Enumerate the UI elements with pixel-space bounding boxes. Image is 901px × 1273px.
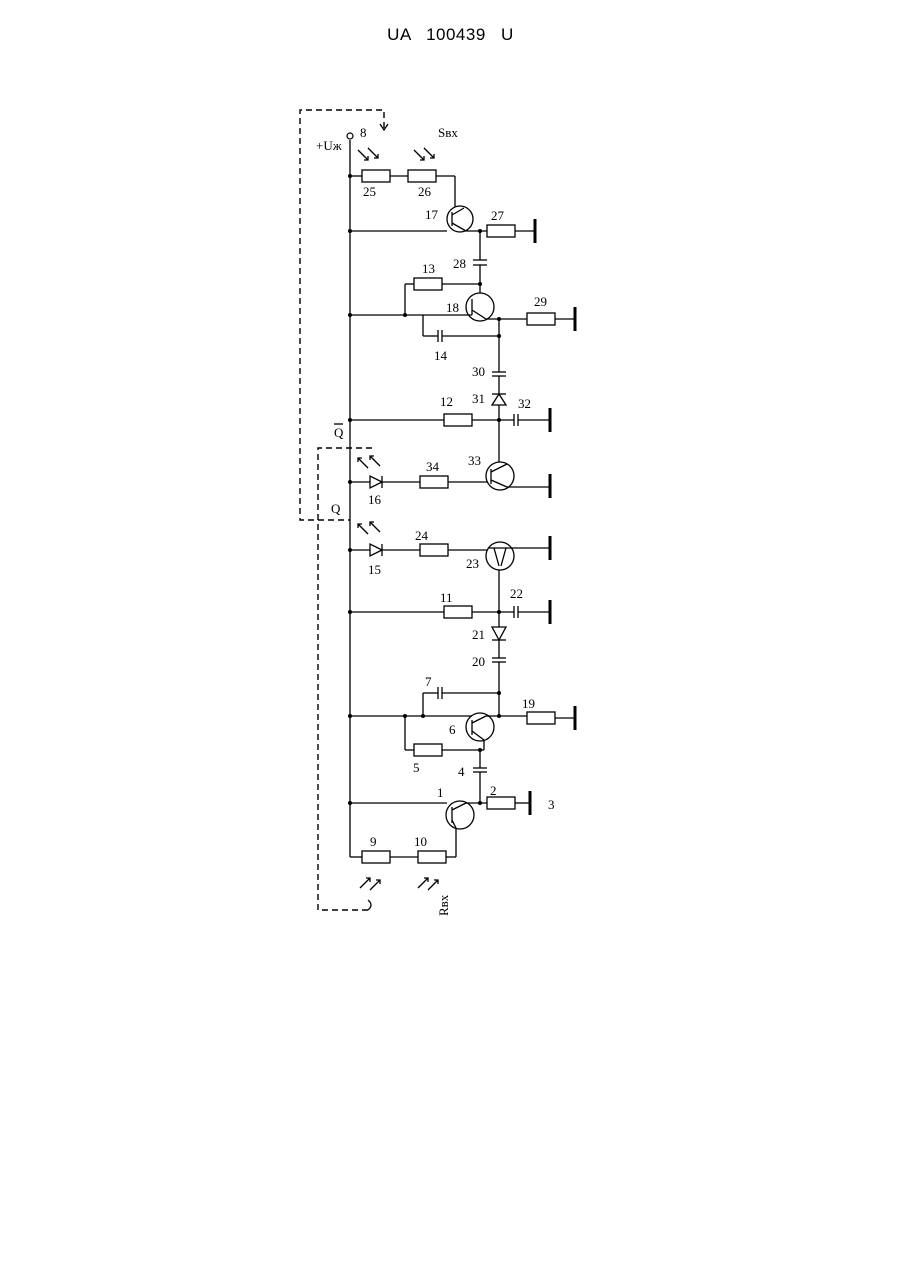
label-18: 18 xyxy=(446,300,459,315)
light-arrows-26 xyxy=(414,148,434,160)
label-25: 25 xyxy=(363,184,376,199)
s-in-label: Sвх xyxy=(438,125,458,140)
resistor-25 xyxy=(362,170,390,182)
q-label: Q xyxy=(331,501,341,516)
transistor-33 xyxy=(486,462,514,490)
resistor-27 xyxy=(487,225,515,237)
transistor-18 xyxy=(466,293,494,321)
light-arrows-15 xyxy=(358,522,380,534)
label-28: 28 xyxy=(453,256,466,271)
resistor-24 xyxy=(420,544,448,556)
light-arrows-10 xyxy=(418,878,438,890)
label-24: 24 xyxy=(415,528,429,543)
label-10: 10 xyxy=(414,834,427,849)
label-23: 23 xyxy=(466,556,479,571)
label-29: 29 xyxy=(534,294,547,309)
resistor-5 xyxy=(414,744,442,756)
label-12: 12 xyxy=(440,394,453,409)
resistor-34 xyxy=(420,476,448,488)
diode-15 xyxy=(370,544,382,556)
resistor-29 xyxy=(527,313,555,325)
q-bar-label: Q xyxy=(334,425,344,440)
label-14: 14 xyxy=(434,348,448,363)
diode-21 xyxy=(492,627,506,640)
r-in-label: Rвх xyxy=(436,894,451,916)
label-1: 1 xyxy=(437,785,444,800)
arrow-head-lower xyxy=(368,900,371,910)
light-arrows-16 xyxy=(358,456,380,468)
light-arrows-25 xyxy=(358,148,378,160)
resistor-9 xyxy=(362,851,390,863)
label-13: 13 xyxy=(422,261,435,276)
label-33: 33 xyxy=(468,453,481,468)
label-30: 30 xyxy=(472,364,485,379)
label-3: 3 xyxy=(548,797,555,812)
supply-terminal xyxy=(347,133,353,139)
resistor-10 xyxy=(418,851,446,863)
label-9: 9 xyxy=(370,834,377,849)
label-22: 22 xyxy=(510,586,523,601)
resistor-13 xyxy=(414,278,442,290)
label-15: 15 xyxy=(368,562,381,577)
label-31: 31 xyxy=(472,391,485,406)
diode-31 xyxy=(492,394,506,405)
transistor-23 xyxy=(486,542,514,570)
label-8: 8 xyxy=(360,125,367,140)
resistor-19 xyxy=(527,712,555,724)
resistor-2 xyxy=(487,797,515,809)
transistor-1 xyxy=(446,801,474,829)
resistor-12 xyxy=(444,414,472,426)
resistor-11 xyxy=(444,606,472,618)
label-26: 26 xyxy=(418,184,432,199)
label-16: 16 xyxy=(368,492,382,507)
label-11: 11 xyxy=(440,590,453,605)
label-2: 2 xyxy=(490,783,497,798)
label-17: 17 xyxy=(425,207,439,222)
label-5: 5 xyxy=(413,760,420,775)
label-20: 20 xyxy=(472,654,485,669)
supply-label: +Uж xyxy=(316,138,343,153)
label-32: 32 xyxy=(518,396,531,411)
label-7: 7 xyxy=(425,674,432,689)
label-27: 27 xyxy=(491,208,505,223)
feedback-loop-lower xyxy=(318,448,372,910)
label-19: 19 xyxy=(522,696,535,711)
label-21: 21 xyxy=(472,627,485,642)
resistor-26 xyxy=(408,170,436,182)
label-6: 6 xyxy=(449,722,456,737)
label-4: 4 xyxy=(458,764,465,779)
light-arrows-9 xyxy=(360,878,380,890)
diode-16 xyxy=(370,476,382,488)
label-34: 34 xyxy=(426,459,440,474)
